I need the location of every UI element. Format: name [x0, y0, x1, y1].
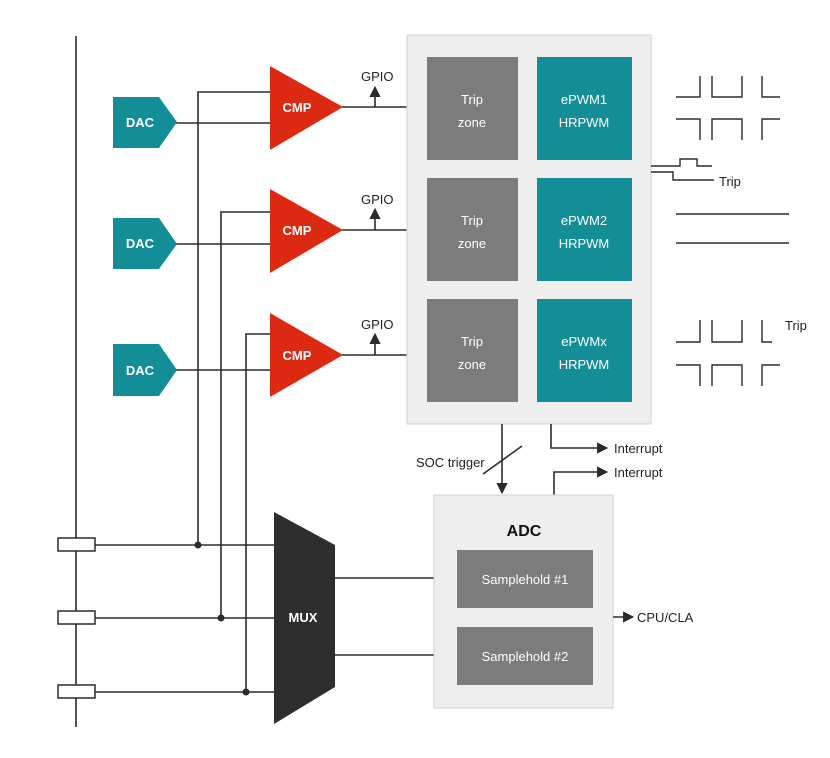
- gpio-label-1: GPIO: [361, 69, 394, 84]
- gpio-label-3: GPIO: [361, 317, 394, 332]
- junction-dot-3: [242, 688, 250, 696]
- trip-signal: [651, 158, 714, 181]
- cmp-label: CMP: [283, 223, 312, 238]
- trip-zone-box: [427, 299, 518, 402]
- epwm-block-1: ePWM1 HRPWM: [537, 57, 632, 160]
- pin-wires: [95, 544, 274, 693]
- trip-zone-line1: Trip: [461, 334, 483, 349]
- analog-pin-3: [57, 684, 96, 699]
- dac-shape: [113, 344, 177, 396]
- epwm-name: ePWM1: [561, 92, 607, 107]
- epwm-box: [537, 57, 632, 160]
- analog-pin-1: [57, 537, 96, 552]
- cmp-input-routing: [194, 91, 270, 696]
- dac-block-2: DAC: [113, 218, 177, 269]
- mux-block: MUX: [274, 512, 335, 724]
- cmp-label: CMP: [283, 348, 312, 363]
- epwm-box: [537, 299, 632, 402]
- trip-zone-line2: zone: [458, 115, 486, 130]
- analog-input-pins: [57, 537, 96, 699]
- dac-label: DAC: [126, 363, 155, 378]
- samplehold-2-box: [457, 627, 593, 685]
- epwm-name: ePWMx: [561, 334, 607, 349]
- trip-zone-line2: zone: [458, 236, 486, 251]
- samplehold-1-label: Samplehold #1: [482, 572, 569, 587]
- soc-trigger-label: SOC trigger: [416, 455, 485, 470]
- pwm-waveform-3: [676, 320, 780, 386]
- cmp-triangle: [270, 313, 343, 397]
- trip-zone-line1: Trip: [461, 92, 483, 107]
- epwm-hrpwm: HRPWM: [559, 115, 610, 130]
- dac-block-3: DAC: [113, 344, 177, 396]
- epwm-box: [537, 178, 632, 281]
- dac-output-wires: [176, 122, 270, 371]
- cmp-block-3: CMP: [270, 313, 343, 397]
- interrupt-arrow-2: [553, 466, 609, 495]
- cmp-block-2: CMP: [270, 189, 343, 273]
- epwm-hrpwm: HRPWM: [559, 236, 610, 251]
- soc-trigger-slash: [482, 445, 523, 475]
- samplehold-1-box: [457, 550, 593, 608]
- epwm-block-2: ePWM2 HRPWM: [537, 178, 632, 281]
- pwm-waveform-1: [676, 76, 780, 140]
- trip-zone-line2: zone: [458, 357, 486, 372]
- trip-zone-2: Trip zone: [427, 178, 518, 281]
- cmp-triangle: [270, 66, 343, 150]
- interrupt-label-2: Interrupt: [614, 465, 663, 480]
- gpio-label-2: GPIO: [361, 192, 394, 207]
- pwm-waveform-2: [676, 213, 789, 244]
- epwm-hrpwm: HRPWM: [559, 357, 610, 372]
- trip-label-1: Trip: [719, 174, 741, 189]
- cmp-label: CMP: [283, 100, 312, 115]
- trip-zone-1: Trip zone: [427, 57, 518, 160]
- mux-shape: [274, 512, 335, 724]
- junction-dot-2: [217, 614, 225, 622]
- interrupt-arrow-1: [550, 424, 609, 454]
- trip-label-2: Trip: [785, 318, 807, 333]
- analog-pin-2: [57, 610, 96, 625]
- samplehold-2-label: Samplehold #2: [482, 649, 569, 664]
- dac-shape: [113, 218, 177, 269]
- trip-zone-box: [427, 178, 518, 281]
- trip-zone-box: [427, 57, 518, 160]
- cmp-triangle: [270, 189, 343, 273]
- junction-dot-1: [194, 541, 202, 549]
- dac-label: DAC: [126, 236, 155, 251]
- trip-zone-3: Trip zone: [427, 299, 518, 402]
- trip-zone-line1: Trip: [461, 213, 483, 228]
- dac-block-1: DAC: [113, 97, 177, 148]
- interrupt-label-1: Interrupt: [614, 441, 663, 456]
- epwm-name: ePWM2: [561, 213, 607, 228]
- cmp-block-1: CMP: [270, 66, 343, 150]
- cpu-cla-label: CPU/CLA: [637, 610, 694, 625]
- adc-title: ADC: [507, 523, 542, 540]
- dac-label: DAC: [126, 115, 155, 130]
- cmp-output-wires: [342, 85, 410, 356]
- dac-shape: [113, 97, 177, 148]
- epwm-block-3: ePWMx HRPWM: [537, 299, 632, 402]
- adc-block: ADC Samplehold #1 Samplehold #2: [433, 494, 614, 709]
- mux-label: MUX: [289, 610, 318, 625]
